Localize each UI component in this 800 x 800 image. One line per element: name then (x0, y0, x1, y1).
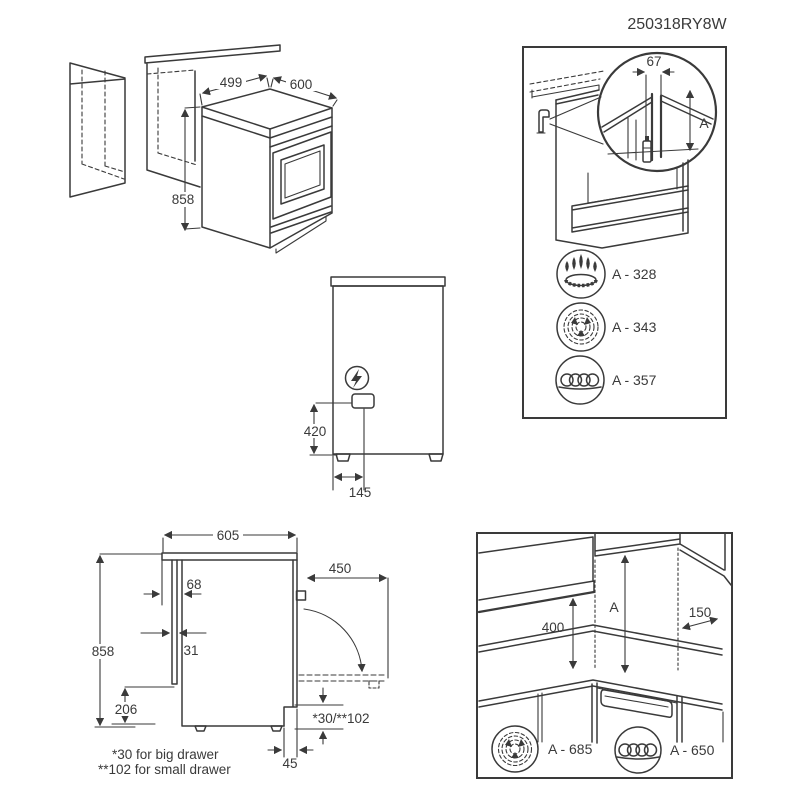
cooker-iso-drawing (201, 88, 333, 254)
kitchen-installation-drawing (477, 533, 732, 744)
iso-dimensions: 499 600 858 (169, 73, 338, 232)
dim-label-rear-gap: 68 (186, 577, 201, 592)
coil-element-icon (614, 726, 662, 774)
terminal-box (351, 393, 375, 409)
note-big-drawer: *30 for big drawer (112, 747, 219, 762)
hob-type-label-radiant: A - 685 (548, 741, 593, 757)
hob-type-label-gas: A - 328 (612, 266, 657, 282)
dim-label-socket-height: 420 (304, 424, 327, 439)
dim-label-plinth-recess: 45 (282, 756, 297, 771)
rear-view-dimensions: 420 145 (301, 402, 372, 500)
dim-label-drawer-recess: *30/**102 (312, 711, 369, 726)
dim-label-detail-A: A (699, 115, 709, 131)
dim-label-detail-67: 67 (646, 54, 661, 69)
rear-clearance-panel: 67 A A - 328 A - 343 (522, 46, 727, 419)
dim-label-rail-height: 206 (115, 702, 138, 717)
dim-label-width-600: 600 (290, 77, 313, 92)
left-cabinet-drawing (69, 62, 126, 198)
corner-detail-magnifier: 67 A (596, 51, 718, 173)
electric-connection-icon (344, 365, 370, 391)
installation-panel: 400 A 150 A - 685 A - 650 (476, 532, 733, 779)
dim-label-left-clearance: 400 (542, 620, 565, 635)
iso-view-diagram: 499 600 858 (69, 44, 338, 254)
installation-dimensions: 400 A 150 (542, 554, 719, 674)
right-cabinet-drawing (144, 44, 281, 188)
panel-border (522, 46, 727, 419)
side-view-dimensions: 605 858 68 31 206 450 (89, 528, 389, 771)
note-small-drawer: **102 for small drawer (98, 762, 231, 777)
gas-burner-icon (556, 249, 606, 299)
bracket-detail-icon (642, 136, 652, 163)
dim-label-height-858: 858 (172, 192, 195, 207)
side-view-diagram: 605 858 68 31 206 450 (89, 528, 389, 777)
cooker-rear-drawing (555, 89, 689, 249)
cooker-side-drawing (161, 552, 307, 732)
panel-border (476, 532, 733, 779)
dim-label-hood-clearance: A (609, 599, 619, 615)
dim-label-rail-depth: 31 (183, 643, 198, 658)
coil-element-icon (555, 355, 605, 405)
hob-type-label-coil: A - 357 (612, 372, 657, 388)
hob-type-label-radiant: A - 343 (612, 319, 657, 335)
hob-type-label-coil: A - 650 (670, 742, 715, 758)
dim-label-height-858: 858 (92, 644, 115, 659)
dim-label-door-clearance: 450 (329, 561, 352, 576)
rear-view-diagram: 420 145 (301, 276, 446, 500)
countertop-drawing (529, 70, 605, 99)
anti-tilt-bracket-icon (536, 96, 604, 145)
radiant-zone-icon (491, 725, 539, 773)
dim-label-socket-offset: 145 (349, 485, 372, 500)
door-handle-detail (295, 590, 307, 601)
dim-label-depth-499: 499 (220, 75, 243, 90)
model-code: 250318RY8W (627, 16, 727, 33)
dim-label-depth-605: 605 (217, 528, 240, 543)
dim-label-side-clearance: 150 (689, 605, 712, 620)
cooker-back-drawing (330, 276, 446, 462)
open-door-drawing (298, 608, 387, 689)
radiant-zone-icon (556, 302, 606, 352)
